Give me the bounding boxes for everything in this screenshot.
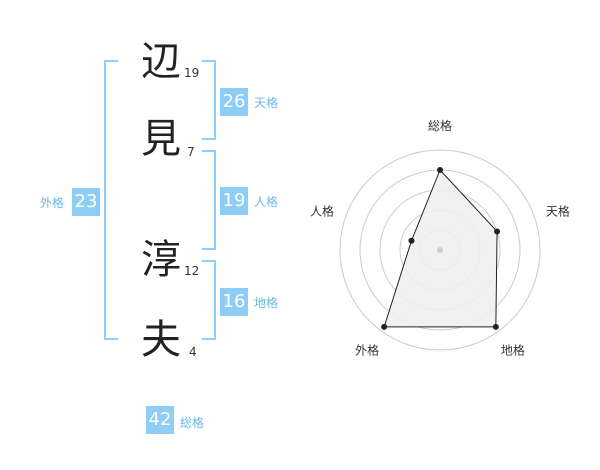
stroke-count-4: 4 — [189, 345, 197, 359]
chikaku-value-badge: 16 — [220, 288, 248, 316]
stroke-count-2: 7 — [187, 145, 195, 159]
radar-point-5 — [408, 237, 415, 244]
radar-axis-label-2: 天格 — [546, 204, 570, 219]
radar-point-3 — [492, 323, 499, 330]
tenkaku-value-badge: 26 — [220, 88, 248, 116]
radar-axis-label-3: 地格 — [501, 342, 525, 357]
name-char-3: 淳 — [141, 237, 181, 283]
tenkaku-bracket — [202, 60, 216, 140]
radar-point-2 — [494, 228, 501, 235]
gaikaku-value-badge: 23 — [72, 188, 100, 216]
radar-axis-label-5: 人格 — [310, 204, 334, 219]
gaikaku-label: 外格 — [40, 196, 65, 210]
radar-axis-label-4: 外格 — [355, 342, 379, 357]
radar-point-4 — [381, 323, 388, 330]
stroke-count-3: 12 — [184, 264, 200, 278]
radar-center-point — [437, 247, 443, 253]
name-char-4: 夫 — [141, 317, 181, 363]
radar-point-1 — [437, 167, 443, 173]
name-char-2: 見 — [141, 116, 181, 162]
soukaku-value-badge: 42 — [146, 406, 174, 434]
gaikaku-bracket — [104, 60, 118, 340]
chikaku-bracket — [202, 260, 216, 340]
jinkaku-label: 人格 — [254, 195, 279, 209]
radar-axis-label-1: 総格 — [428, 118, 452, 133]
jinkaku-bracket — [202, 150, 216, 250]
tenkaku-label: 天格 — [254, 96, 279, 110]
stroke-count-1: 19 — [184, 66, 200, 80]
chikaku-label: 地格 — [254, 296, 279, 310]
soukaku-label: 総格 — [180, 416, 205, 430]
jinkaku-value-badge: 19 — [220, 187, 248, 215]
name-char-1: 辺 — [141, 39, 181, 85]
